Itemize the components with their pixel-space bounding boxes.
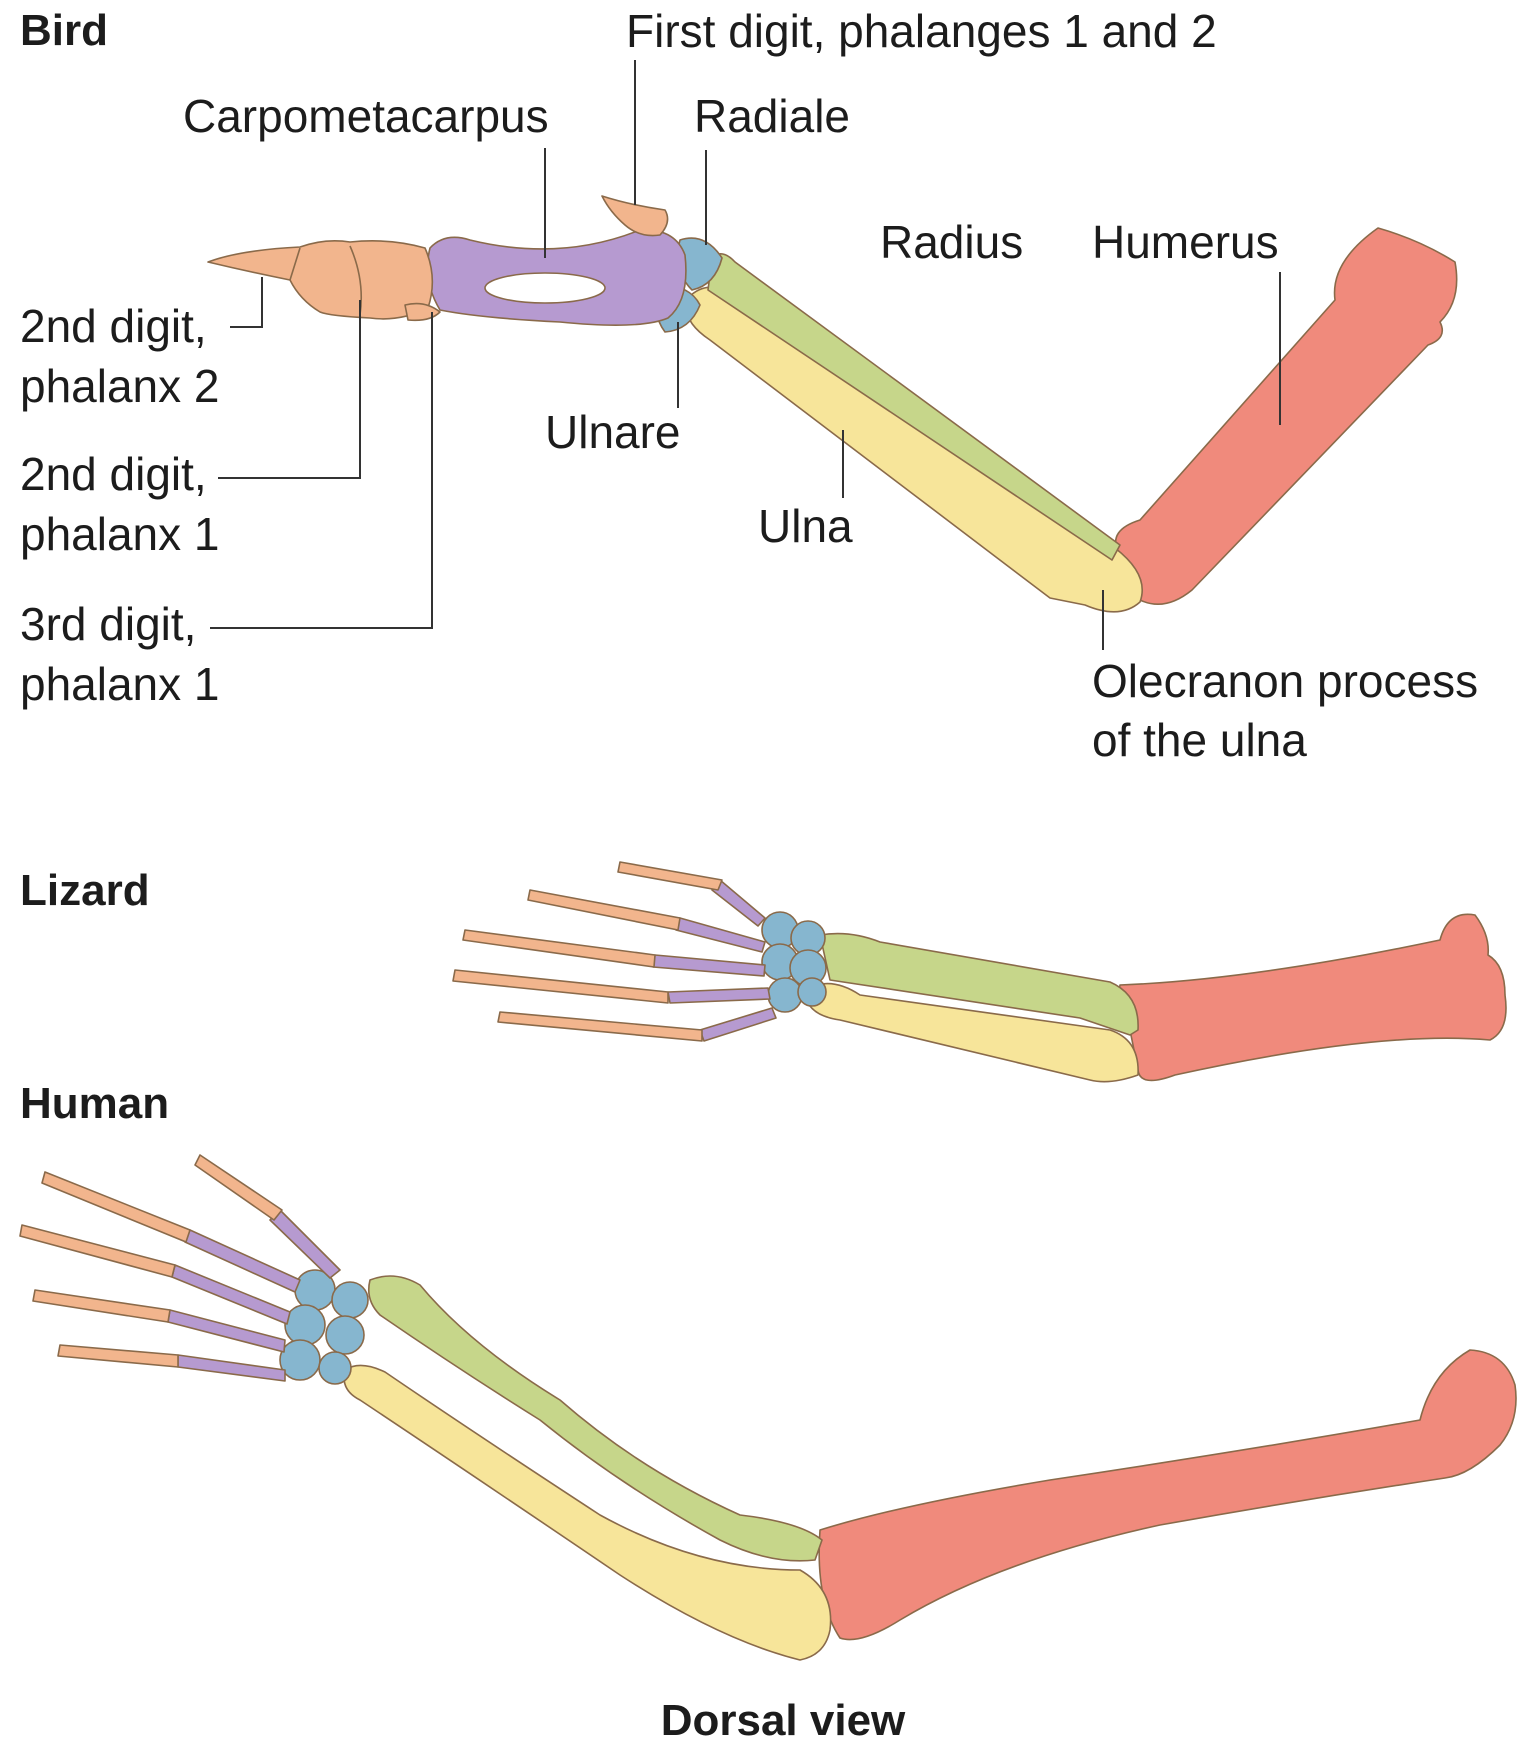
- lizard-carpals: [762, 912, 826, 1012]
- d2p2-label-line2: phalanx 2: [20, 360, 220, 412]
- olecranon-label-line2: of the ulna: [1092, 714, 1307, 766]
- human-title: Human: [20, 1079, 169, 1128]
- lizard-phalanges: [453, 862, 722, 1041]
- bird-second-digit: [208, 241, 432, 319]
- lizard-forelimb-skeleton: [453, 862, 1506, 1082]
- human-humerus: [819, 1350, 1516, 1640]
- radius-label: Radius: [880, 216, 1023, 268]
- lizard-title: Lizard: [20, 866, 150, 915]
- bird-third-digit: [405, 304, 440, 321]
- d2p1-label-line2: phalanx 1: [20, 508, 220, 560]
- olecranon-label-line1: Olecranon process: [1092, 655, 1478, 707]
- d2p1-label-line1: 2nd digit,: [20, 448, 207, 500]
- bird-carpometacarpus-gap: [485, 273, 605, 303]
- d3p1-label-line2: phalanx 1: [20, 658, 220, 710]
- ulnare-label: Ulnare: [545, 406, 681, 458]
- ulna-label: Ulna: [758, 500, 853, 552]
- human-ulna: [344, 1365, 831, 1660]
- d2p2-label-line1: 2nd digit,: [20, 300, 207, 352]
- bird-title: Bird: [20, 6, 108, 55]
- human-arm-skeleton: [20, 1155, 1516, 1660]
- radiale-label: Radiale: [694, 90, 850, 142]
- bird-humerus: [1116, 228, 1457, 604]
- dorsal-view-caption: Dorsal view: [661, 1696, 906, 1745]
- d3p1-label-line1: 3rd digit,: [20, 598, 196, 650]
- first-digit-label: First digit, phalanges 1 and 2: [626, 5, 1217, 57]
- humerus-label: Humerus: [1092, 216, 1279, 268]
- carpometacarpus-label: Carpometacarpus: [183, 90, 549, 142]
- lizard-humerus: [1119, 914, 1506, 1080]
- bird-ulna: [686, 287, 1142, 612]
- lizard-metacarpals: [653, 880, 776, 1041]
